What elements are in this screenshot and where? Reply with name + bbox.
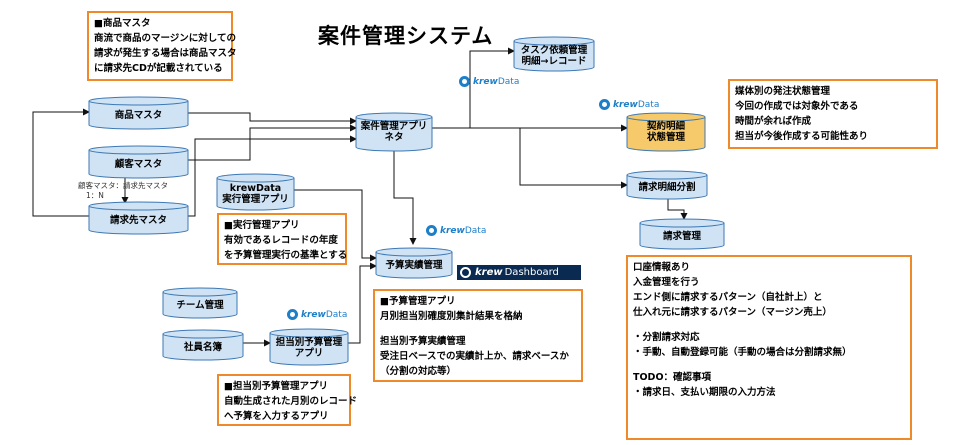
- note-line: 時間が余れば作成: [735, 116, 812, 127]
- note-line: [633, 360, 905, 370]
- edge-anken-task: [432, 47, 515, 129]
- cylinder-keiyaku: [626, 112, 706, 152]
- cylinder-task: [513, 36, 595, 72]
- edge-kokyaku-anken: [188, 124, 357, 161]
- note-line: へ予算を入力するアプリ: [224, 411, 329, 422]
- note-koza-joho: 口座情報あり入金管理を行うエンド側に請求するパターン（自社計上）と仕入れ元に請求…: [626, 255, 912, 440]
- cylinder-tantou_yosan: [269, 328, 349, 366]
- krewdata-logo-icon: [599, 99, 610, 110]
- cylinder-shain: [162, 329, 244, 361]
- edge-loop-left: [32, 108, 90, 217]
- edge-tantou-yosan: [348, 262, 377, 344]
- cylinder-shohin: [88, 96, 189, 130]
- note-line: 商流で商品のマージンに対しての: [94, 33, 237, 44]
- note-line: ■担当別予算管理アプリ: [224, 381, 328, 392]
- edge-bunkatsu-kanri: [667, 198, 688, 220]
- cylinder-kokyaku: [88, 145, 189, 179]
- page-title: 案件管理システム: [318, 24, 494, 48]
- note-line: 自動生成された月別のレコード: [224, 396, 358, 407]
- note-line: 受注日ベースでの実績計上か、請求ベースか: [380, 351, 569, 362]
- note-tantou-yosan: ■担当別予算管理アプリ自動生成された月別のレコードへ予算を入力するアプリ: [217, 374, 358, 426]
- cylinder-anken: [355, 112, 433, 152]
- note-line: 月別担当別確度別集計結果を格納: [380, 311, 523, 322]
- note-line: [633, 320, 905, 330]
- krewdata-logo-icon: [459, 76, 470, 87]
- note-line: ・手動、自動登録可能（手動の場合は分割請求無）: [633, 347, 852, 358]
- note-line: TODO：確認事項: [633, 372, 712, 383]
- note-line: 口座情報あり: [633, 262, 691, 273]
- cylinder-seikyusaki: [88, 201, 189, 235]
- note-line: 媒体別の発注状態管理: [735, 86, 831, 97]
- note-baitai-hacchu: 媒体別の発注状態管理今回の作成では対象外である時間が余れば作成担当が今後作成する…: [728, 79, 938, 149]
- krewdata-logo-icon: [287, 309, 298, 320]
- relation-label-line2: 1：N: [86, 191, 104, 200]
- note-line: 有効であるレコードの年度: [224, 235, 338, 246]
- krewdashboard-logo-icon: [460, 267, 471, 278]
- relation-label-line1: 顧客マスタ：請求先マスタ: [78, 181, 168, 190]
- cylinder-team: [162, 287, 238, 319]
- note-line: （分割の対応等）: [380, 366, 457, 377]
- note-line: 請求が発生する場合は商品マスタ: [94, 48, 237, 59]
- note-yosan-kanri: ■予算管理アプリ月別担当別確度別集計結果を格納担当別予算実績管理受注日ベースでの…: [373, 289, 583, 382]
- note-line: ・分割請求対応: [633, 332, 700, 343]
- note-line: 入金管理を行う: [633, 277, 700, 288]
- note-line: ■実行管理アプリ: [224, 220, 300, 231]
- cylinder-yosan: [375, 247, 453, 279]
- note-line: エンド側に請求するパターン（自社計上）と: [633, 292, 823, 303]
- note-shohin-master: ■商品マスタ商流で商品のマージンに対しての請求が発生する場合は商品マスタに請求先…: [87, 11, 237, 81]
- note-line: ・請求日、支払い期限の入力方法: [633, 387, 776, 398]
- cylinder-seikyu_bunkatsu: [626, 170, 708, 200]
- note-line: に請求先CDが記載されている: [94, 63, 223, 74]
- edge-jikko-yosan: [294, 189, 377, 262]
- edge-seikyusaki-anken: [188, 135, 357, 217]
- note-line: ■予算管理アプリ: [380, 296, 456, 307]
- note-jikko-kanri: ■実行管理アプリ有効であるレコードの年度を予算管理実行の基準とする: [217, 213, 347, 265]
- note-line: [380, 324, 576, 334]
- edge-anken-yosan: [393, 151, 417, 245]
- edge-anken-bunkatsu: [519, 128, 628, 189]
- note-line: を予算管理実行の基準とする: [224, 250, 348, 261]
- krewdata-logo-icon: [426, 225, 437, 236]
- note-line: 担当が今後作成する可能性あり: [735, 131, 869, 142]
- note-line: ■商品マスタ: [94, 18, 151, 29]
- note-line: 今回の作成では対象外である: [735, 101, 859, 112]
- cylinder-seikyu_kanri: [639, 218, 725, 250]
- edge-shohin-anken: [188, 112, 357, 125]
- note-line: 担当別予算実績管理: [380, 336, 466, 347]
- note-line: 仕入れ元に請求するパターン（マージン売上）: [633, 307, 832, 318]
- cylinder-krewdata_app: [216, 173, 295, 211]
